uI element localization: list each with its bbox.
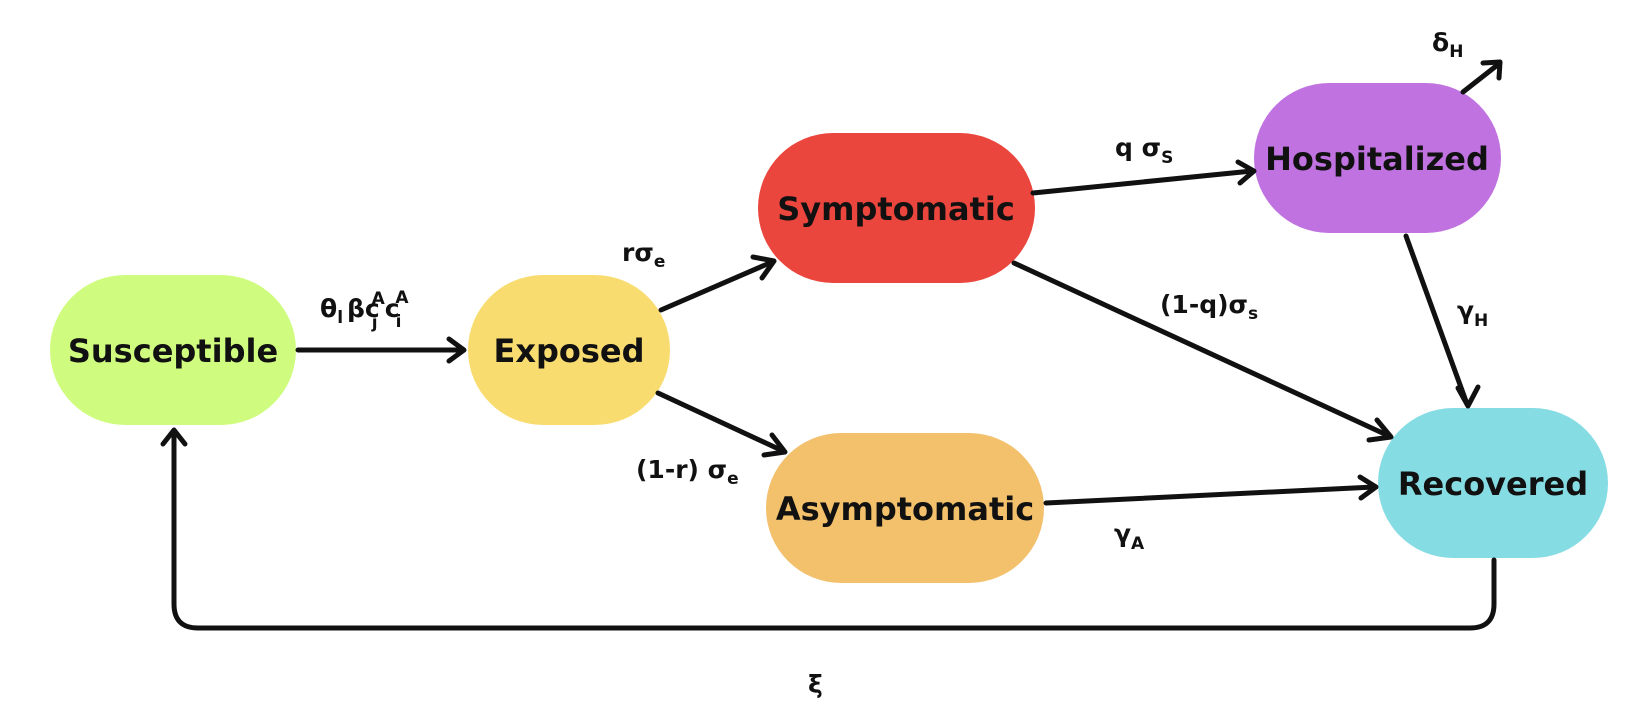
node-recovered-shape: [1378, 408, 1608, 558]
node-asymptomatic-label: Asymptomatic: [776, 490, 1034, 528]
node-asymptomatic: Asymptomatic: [766, 433, 1044, 583]
rate-label-hospitalized-death: δH: [1432, 28, 1463, 62]
rate-label-recovered-to-susceptible: ξ: [808, 670, 823, 699]
rate-label-symptomatic-to-hospitalized: q σS: [1115, 133, 1173, 168]
edge-recovered-to-susceptible: [160, 427, 1497, 631]
node-exposed-label: Exposed: [493, 332, 644, 370]
rate-label-symptomatic-to-recovered: (1-q)σs: [1160, 290, 1258, 324]
edge-exposed-to-symptomatic: [658, 254, 777, 313]
rate-label-asymptomatic-to-recovered: γA: [1114, 519, 1145, 554]
rate-label-hospitalized-to-recovered: γH: [1457, 296, 1488, 331]
edge-symptomatic-to-hospitalized: [1030, 159, 1257, 196]
rate-label-exposed-to-asymptomatic: (1-r) σe: [636, 455, 739, 489]
node-symptomatic: Symptomatic: [758, 133, 1035, 283]
node-exposed: Exposed: [468, 275, 670, 425]
node-recovered-label: Recovered: [1398, 465, 1588, 503]
edge-hospitalized-to-recovered: [1403, 233, 1481, 409]
node-hospitalized-label: Hospitalized: [1265, 140, 1489, 178]
edge-hospitalized-death: [1460, 59, 1503, 95]
rate-label-exposed-to-symptomatic: rσe: [622, 238, 665, 272]
node-exposed-shape: [468, 275, 670, 425]
edge-asymptomatic-to-recovered: [1043, 474, 1379, 506]
edge-exposed-to-asymptomatic: [655, 390, 788, 458]
node-symptomatic-label: Symptomatic: [777, 190, 1015, 228]
node-recovered: Recovered: [1378, 408, 1608, 558]
node-symptomatic-shape: [758, 133, 1035, 283]
node-asymptomatic-shape: [766, 433, 1044, 583]
edge-susceptible-to-exposed: [295, 336, 467, 364]
node-hospitalized: Hospitalized: [1254, 83, 1501, 233]
node-susceptible-label: Susceptible: [68, 332, 278, 370]
edge-symptomatic-to-recovered: [1011, 260, 1394, 443]
node-susceptible: Susceptible: [50, 275, 296, 425]
node-susceptible-shape: [50, 275, 296, 425]
node-hospitalized-shape: [1254, 83, 1501, 233]
